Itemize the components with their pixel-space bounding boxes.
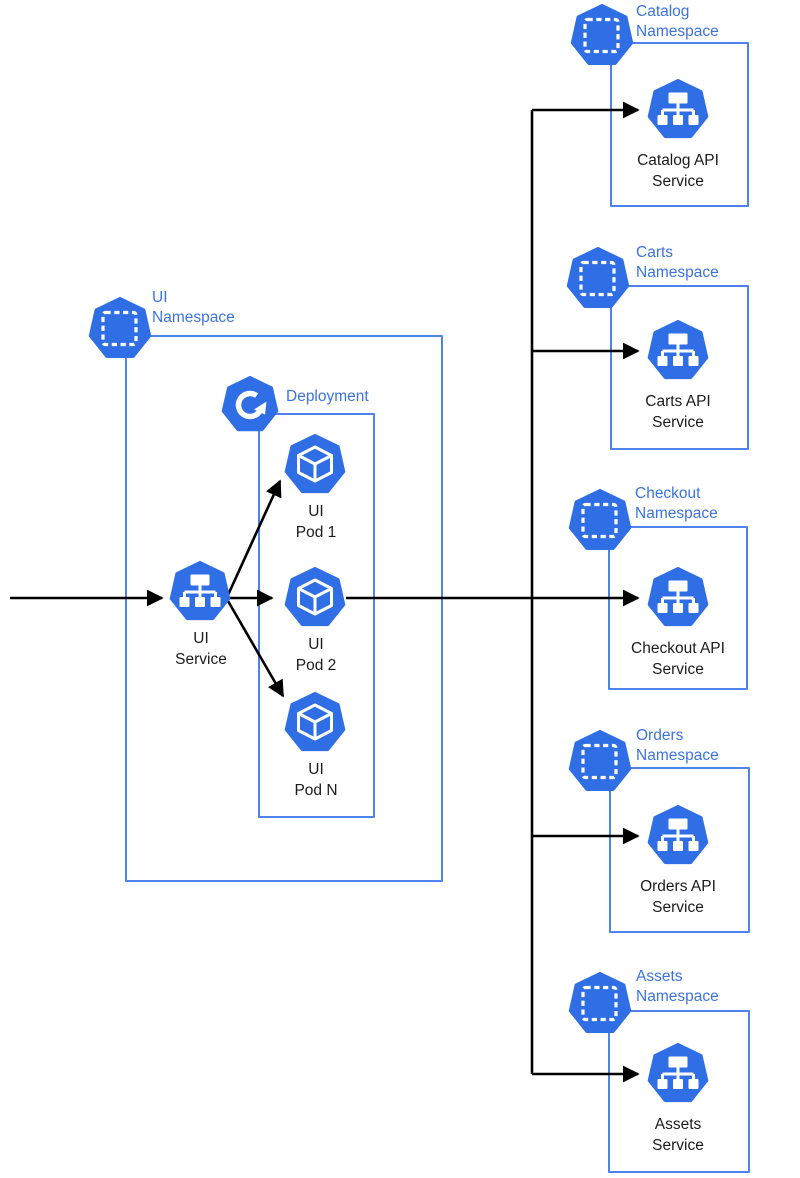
edge-ui-service-to-pod-n bbox=[226, 600, 285, 698]
carts-api-service-icon bbox=[647, 320, 709, 382]
checkout-api-service-label: Checkout API Service bbox=[631, 640, 725, 678]
ui-pod-2-label: UI Pod 2 bbox=[295, 636, 337, 674]
ui-namespace-icon bbox=[88, 297, 152, 361]
carts-namespace-label: Carts Namespace bbox=[636, 244, 719, 281]
carts-api-service-label: Carts API Service bbox=[645, 393, 711, 431]
checkout-namespace-label: Checkout Namespace bbox=[635, 485, 718, 522]
edge-ui-service-to-pod-1 bbox=[226, 479, 282, 596]
deployment-icon bbox=[221, 376, 279, 434]
ui-pod-1-icon bbox=[284, 434, 346, 496]
catalog-namespace-box bbox=[610, 42, 749, 207]
ui-service-label: UI Service bbox=[175, 630, 227, 668]
ui-pod-2-icon bbox=[284, 567, 346, 629]
catalog-namespace-label: Catalog Namespace bbox=[636, 3, 719, 40]
assets-namespace-box bbox=[608, 1010, 750, 1173]
ui-service-icon bbox=[169, 561, 231, 623]
orders-api-service-icon bbox=[647, 805, 709, 867]
ui-namespace-label: UI Namespace bbox=[152, 289, 235, 326]
carts-namespace-icon bbox=[566, 247, 630, 311]
orders-api-service-label: Orders API Service bbox=[640, 878, 716, 916]
assets-namespace-label: Assets Namespace bbox=[636, 968, 719, 1005]
checkout-api-service-icon bbox=[647, 567, 709, 629]
orders-namespace-box bbox=[609, 767, 750, 933]
assets-service-icon bbox=[647, 1043, 709, 1105]
ui-pod-1-label: UI Pod 1 bbox=[295, 503, 337, 541]
assets-namespace-icon bbox=[568, 972, 632, 1036]
ui-pod-n-label: UI Pod N bbox=[294, 761, 338, 799]
orders-namespace-icon bbox=[568, 730, 632, 794]
checkout-namespace-box bbox=[608, 526, 748, 690]
catalog-api-service-icon bbox=[647, 79, 709, 141]
ui-namespace-box bbox=[125, 335, 443, 882]
catalog-api-service-label: Catalog API Service bbox=[637, 152, 719, 190]
orders-namespace-label: Orders Namespace bbox=[636, 727, 719, 764]
checkout-namespace-icon bbox=[568, 489, 632, 553]
catalog-namespace-icon bbox=[570, 4, 634, 68]
carts-namespace-box bbox=[610, 285, 749, 450]
deployment-box bbox=[258, 413, 375, 818]
deployment-label: Deployment bbox=[286, 388, 369, 405]
assets-service-label: Assets Service bbox=[652, 1116, 704, 1154]
ui-pod-n-icon bbox=[284, 692, 346, 754]
